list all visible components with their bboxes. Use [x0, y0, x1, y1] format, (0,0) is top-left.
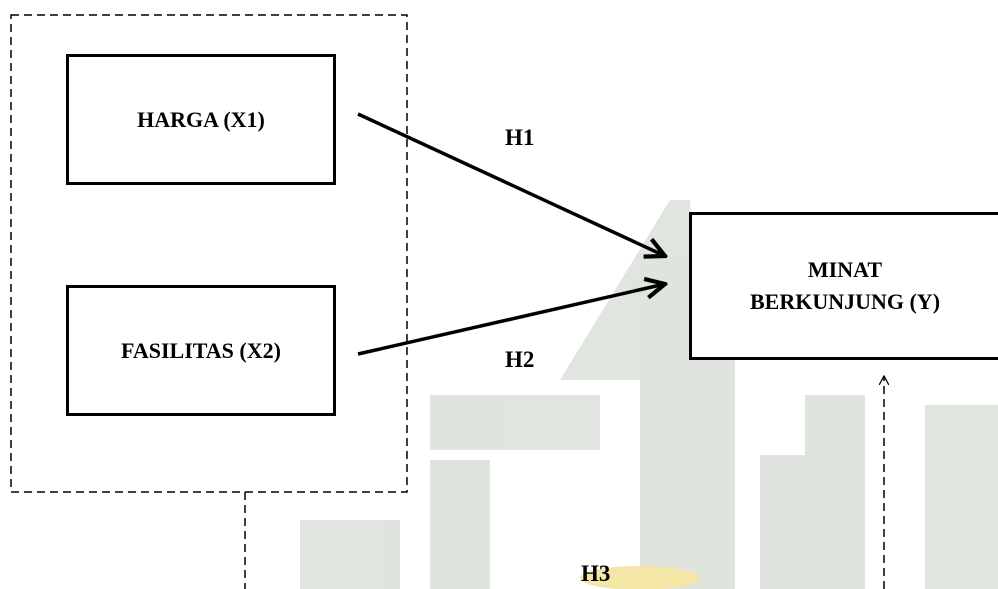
node-y-label-line1: MINAT: [807, 257, 883, 283]
hypothesis-h3-label: H3: [581, 561, 611, 586]
independent-variables-group: [10, 14, 408, 493]
node-fasilitas-x2: FASILITAS (X2): [66, 285, 336, 416]
h1-arrow: [357, 112, 665, 256]
node-fasilitas-x2-label: FASILITAS (X2): [121, 337, 281, 363]
hypothesis-h1-label: H1: [505, 125, 535, 150]
node-harga-x1: HARGA (X1): [66, 54, 336, 185]
hypothesis-h2-label: H2: [505, 347, 535, 372]
node-y-label-line2: BERKUNJUNG (Y): [749, 289, 941, 314]
h2-arrow: [357, 284, 665, 356]
node-harga-x1-label: HARGA (X1): [137, 106, 265, 132]
node-minat-berkunjung-y: MINAT BERKUNJUNG (Y): [689, 212, 998, 360]
